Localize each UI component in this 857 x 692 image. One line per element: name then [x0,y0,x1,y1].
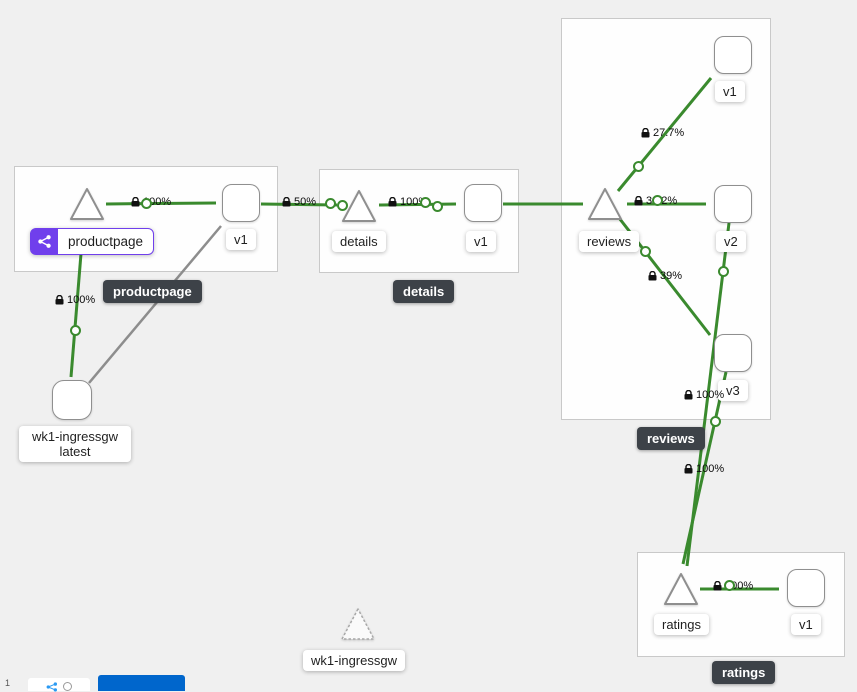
service-node-details[interactable] [340,188,378,224]
node-label-ratings: ratings [654,614,710,635]
service-node-ratings[interactable] [662,571,700,607]
node-label-reviews-v2: v2 [716,231,746,252]
edge-label-reviews-v3: 39% [648,270,682,282]
workload-node-reviews-v1[interactable] [714,36,752,74]
app-badge-label: productpage [68,234,144,249]
traffic-point [710,416,721,427]
workload-node-details-v1[interactable] [464,184,502,222]
edge-label-v2-ratings: 100% [684,389,724,401]
graph-mini-toolbar[interactable] [28,678,90,692]
mtls-lock-icon [684,390,693,400]
help-circle-icon[interactable] [63,682,72,691]
node-label-ratings-v1: v1 [791,614,821,635]
group-badge-productpage: productpage [103,280,202,303]
edge-reviews-v3-to-ratings[interactable] [681,371,728,565]
node-label-details: details [332,231,386,252]
graph-type-icon[interactable] [46,682,58,692]
node-label-reviews-v1: v1 [715,81,745,102]
traffic-point [337,200,348,211]
traffic-point [70,325,81,336]
node-label-reviews-v3: v3 [718,380,748,401]
legend-button[interactable] [98,675,185,691]
workload-node-productpage-v1[interactable] [222,184,260,222]
traffic-point [633,161,644,172]
traffic-point [640,246,651,257]
edge-reviews-to-v1[interactable] [616,77,713,192]
service-node-ingress-idle[interactable] [339,606,377,642]
edge-label-ingress-productpage: 100% [55,294,95,306]
group-badge-ratings: ratings [712,661,776,684]
group-badge-details: details [393,280,455,303]
mtls-lock-icon [648,271,657,281]
node-label-ingressgw: wk1-ingressgw latest [19,426,131,462]
traffic-point [325,198,336,209]
workload-node-reviews-v3[interactable] [714,334,752,372]
mtls-lock-icon [634,196,643,206]
mtls-lock-icon [282,197,291,207]
traffic-point [432,201,443,212]
edge-label-productpage-details: 50% [282,196,316,208]
mtls-lock-icon [388,197,397,207]
traffic-point [141,198,152,209]
service-node-productpage[interactable] [68,186,106,222]
mtls-lock-icon [641,128,650,138]
ingressgw-name: wk1-ingressgw [32,429,118,444]
ingressgw-version: latest [59,444,91,459]
traffic-point [718,266,729,277]
app-version-icon [31,229,58,254]
node-label-productpage-v1: v1 [226,229,256,250]
edge-productpage-to-v1[interactable] [105,201,217,206]
traffic-point [724,580,735,591]
node-label-ingress-service: wk1-ingressgw [303,650,405,671]
edge-ingress-to-productpage-v1[interactable] [88,225,222,384]
node-label-details-v1: v1 [466,231,496,252]
edge-label-v3-ratings: 100% [684,463,724,475]
edge-label-reviews-v1: 27.7% [641,127,684,139]
group-badge-reviews: reviews [637,427,705,450]
mtls-lock-icon [713,581,722,591]
traffic-point [420,197,431,208]
app-badge-productpage[interactable]: productpage [30,228,155,255]
traffic-point [652,195,663,206]
workload-node-ingressgw[interactable] [52,380,92,420]
edge-productpage-to-details[interactable] [260,202,338,207]
zoom-indicator: 1 [5,678,11,688]
mtls-lock-icon [131,197,140,207]
mtls-lock-icon [55,295,64,305]
mtls-lock-icon [684,464,693,474]
node-label-reviews: reviews [579,231,640,252]
workload-node-ratings-v1[interactable] [787,569,825,607]
service-node-reviews[interactable] [586,186,624,222]
workload-node-reviews-v2[interactable] [714,185,752,223]
